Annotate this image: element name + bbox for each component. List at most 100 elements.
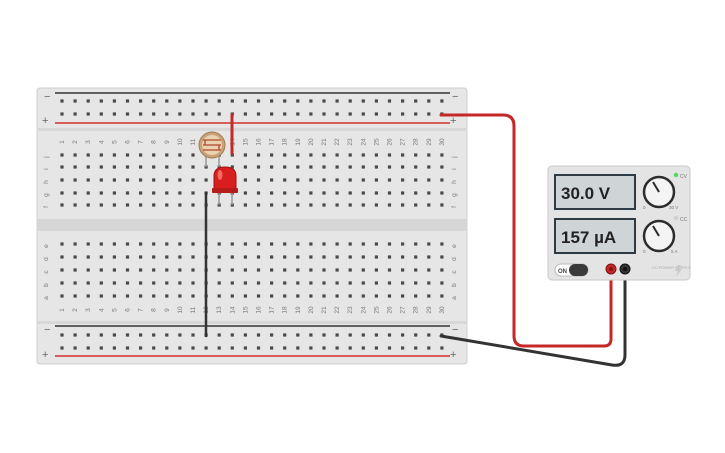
terminal-hole[interactable] — [165, 178, 169, 182]
terminal-hole[interactable] — [60, 281, 64, 285]
top-rail-hole[interactable] — [427, 112, 431, 116]
terminal-hole[interactable] — [348, 294, 352, 298]
bottom-rail-hole[interactable] — [139, 346, 143, 350]
power-supply[interactable]: 30.0 V 157 µA CV CC 0 30 V 0 5 A ON — [547, 165, 691, 281]
terminal-hole[interactable] — [230, 268, 234, 272]
terminal-hole[interactable] — [178, 242, 182, 246]
terminal-hole[interactable] — [99, 268, 103, 272]
terminal-hole[interactable] — [60, 153, 64, 157]
terminal-hole[interactable] — [296, 294, 300, 298]
terminal-hole[interactable] — [112, 191, 116, 195]
terminal-hole[interactable] — [335, 281, 339, 285]
bottom-rail-hole[interactable] — [152, 333, 156, 337]
top-rail-hole[interactable] — [361, 99, 365, 103]
terminal-hole[interactable] — [112, 294, 116, 298]
terminal-hole[interactable] — [86, 294, 90, 298]
terminal-hole[interactable] — [99, 242, 103, 246]
terminal-hole[interactable] — [73, 165, 77, 169]
terminal-hole[interactable] — [387, 178, 392, 182]
terminal-hole[interactable] — [322, 268, 326, 272]
terminal-hole[interactable] — [152, 294, 156, 298]
terminal-hole[interactable] — [125, 178, 130, 182]
bottom-rail-hole[interactable] — [165, 346, 169, 350]
terminal-hole[interactable] — [60, 203, 64, 207]
terminal-hole[interactable] — [374, 255, 378, 259]
bottom-rail-hole[interactable] — [401, 346, 405, 350]
terminal-hole[interactable] — [283, 178, 287, 182]
terminal-hole[interactable] — [152, 242, 156, 246]
terminal-hole[interactable] — [348, 165, 352, 169]
terminal-hole[interactable] — [270, 191, 274, 195]
terminal-hole[interactable] — [374, 281, 378, 285]
terminal-hole[interactable] — [152, 165, 156, 169]
top-rail-hole[interactable] — [374, 112, 378, 116]
terminal-hole[interactable] — [414, 281, 418, 285]
top-rail-hole[interactable] — [73, 112, 77, 116]
terminal-hole[interactable] — [217, 268, 221, 272]
terminal-hole[interactable] — [374, 153, 378, 157]
terminal-hole[interactable] — [414, 191, 418, 195]
top-rail-hole[interactable] — [335, 99, 339, 103]
bottom-rail-hole[interactable] — [309, 333, 313, 337]
terminal-hole[interactable] — [230, 294, 234, 298]
terminal-hole[interactable] — [309, 255, 313, 259]
terminal-hole[interactable] — [270, 242, 274, 246]
terminal-hole[interactable] — [99, 281, 103, 285]
terminal-hole[interactable] — [440, 165, 444, 169]
terminal-hole[interactable] — [283, 203, 287, 207]
terminal-hole[interactable] — [296, 191, 300, 195]
negative-terminal[interactable] — [619, 263, 631, 275]
terminal-hole[interactable] — [283, 294, 287, 298]
bottom-rail-hole[interactable] — [440, 346, 444, 350]
terminal-hole[interactable] — [99, 203, 103, 207]
terminal-hole[interactable] — [440, 203, 444, 207]
terminal-hole[interactable] — [440, 255, 444, 259]
terminal-hole[interactable] — [230, 242, 234, 246]
terminal-hole[interactable] — [191, 153, 195, 157]
terminal-hole[interactable] — [125, 191, 130, 195]
terminal-hole[interactable] — [427, 165, 431, 169]
bottom-rail-hole[interactable] — [387, 346, 392, 350]
top-rail-hole[interactable] — [204, 112, 208, 116]
terminal-hole[interactable] — [348, 268, 352, 272]
top-rail-hole[interactable] — [191, 112, 195, 116]
terminal-hole[interactable] — [178, 203, 182, 207]
terminal-hole[interactable] — [296, 203, 300, 207]
top-rail-hole[interactable] — [387, 99, 392, 103]
terminal-hole[interactable] — [427, 268, 431, 272]
top-rail-hole[interactable] — [348, 112, 352, 116]
terminal-hole[interactable] — [440, 281, 444, 285]
terminal-hole[interactable] — [112, 153, 116, 157]
bottom-rail-hole[interactable] — [283, 333, 287, 337]
bottom-rail-hole[interactable] — [230, 346, 234, 350]
terminal-hole[interactable] — [191, 242, 195, 246]
terminal-hole[interactable] — [243, 255, 247, 259]
terminal-hole[interactable] — [99, 165, 103, 169]
terminal-hole[interactable] — [112, 268, 116, 272]
top-rail-hole[interactable] — [217, 112, 221, 116]
terminal-hole[interactable] — [243, 203, 247, 207]
terminal-hole[interactable] — [283, 165, 287, 169]
top-rail-hole[interactable] — [401, 112, 405, 116]
top-rail-hole[interactable] — [414, 112, 418, 116]
terminal-hole[interactable] — [401, 268, 405, 272]
terminal-hole[interactable] — [217, 294, 221, 298]
top-rail-hole[interactable] — [139, 99, 143, 103]
bottom-rail-hole[interactable] — [99, 346, 103, 350]
top-rail-hole[interactable] — [230, 99, 234, 103]
terminal-hole[interactable] — [322, 281, 326, 285]
terminal-hole[interactable] — [414, 268, 418, 272]
bottom-rail-hole[interactable] — [387, 333, 392, 337]
terminal-hole[interactable] — [73, 203, 77, 207]
top-rail-hole[interactable] — [86, 99, 90, 103]
bottom-rail-hole[interactable] — [217, 333, 221, 337]
top-rail-hole[interactable] — [387, 112, 392, 116]
terminal-hole[interactable] — [217, 281, 221, 285]
terminal-hole[interactable] — [99, 294, 103, 298]
terminal-hole[interactable] — [401, 203, 405, 207]
terminal-hole[interactable] — [440, 242, 444, 246]
bottom-rail-hole[interactable] — [296, 346, 300, 350]
terminal-hole[interactable] — [125, 242, 130, 246]
terminal-hole[interactable] — [270, 153, 274, 157]
